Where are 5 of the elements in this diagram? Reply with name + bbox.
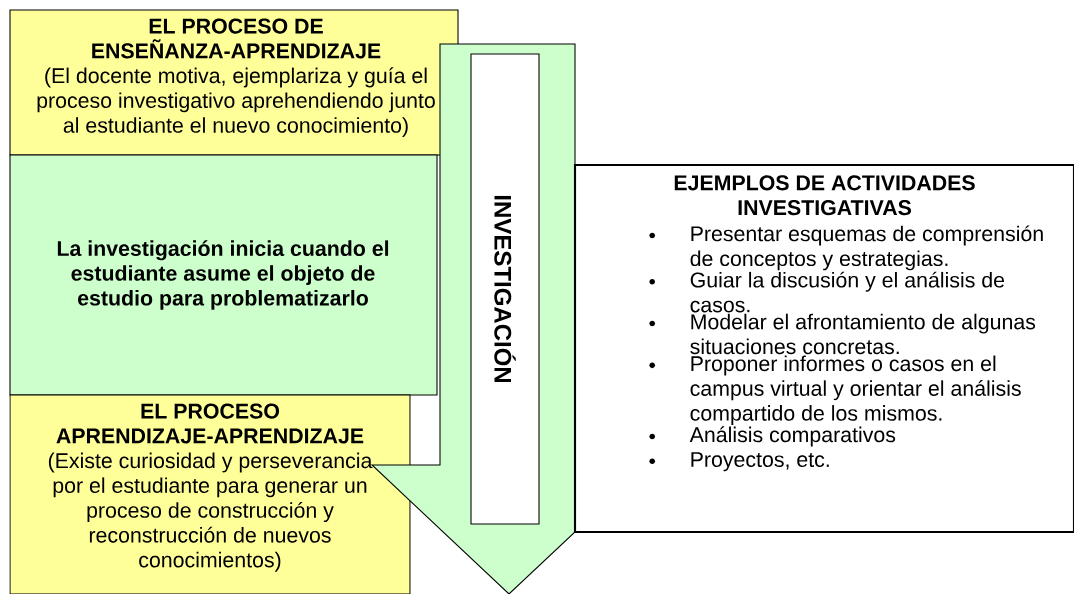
text-box: EL PROCESO APRENDIZAJE-APRENDIZAJE (Existe curiosidad y perseverancia por el estudiante para generar un proceso de construcción y reconstrucción de nuevos conocimientos) [9,394,411,594]
text-box: La investigación inicia cuando el estudiante asume el objeto de estudio para problematizarlo [9,154,438,396]
label-box: INVESTIGACIÓN [470,53,540,525]
text-box: EL PROCESO DE ENSEÑANZA-APRENDIZAJE (El docente motiva, ejemplariza y guía el proceso investigativo aprehendiendo junto al estudiante el nuevo conocimiento) [9,9,459,156]
text-box: EJEMPLOS DE ACTIVIDADES INVESTIGATIVAS Presentar esquemas de comprensión de conceptos y estrategias. Guiar la discusión y el análisis de casos. Modelar el afrontamiento de algunas situaciones concretas. Proponer informes o casos en el campus virtual y orientar el análisis compartido de los mismos. Análisis comparativos Proyectos, etc. [573,163,1074,534]
